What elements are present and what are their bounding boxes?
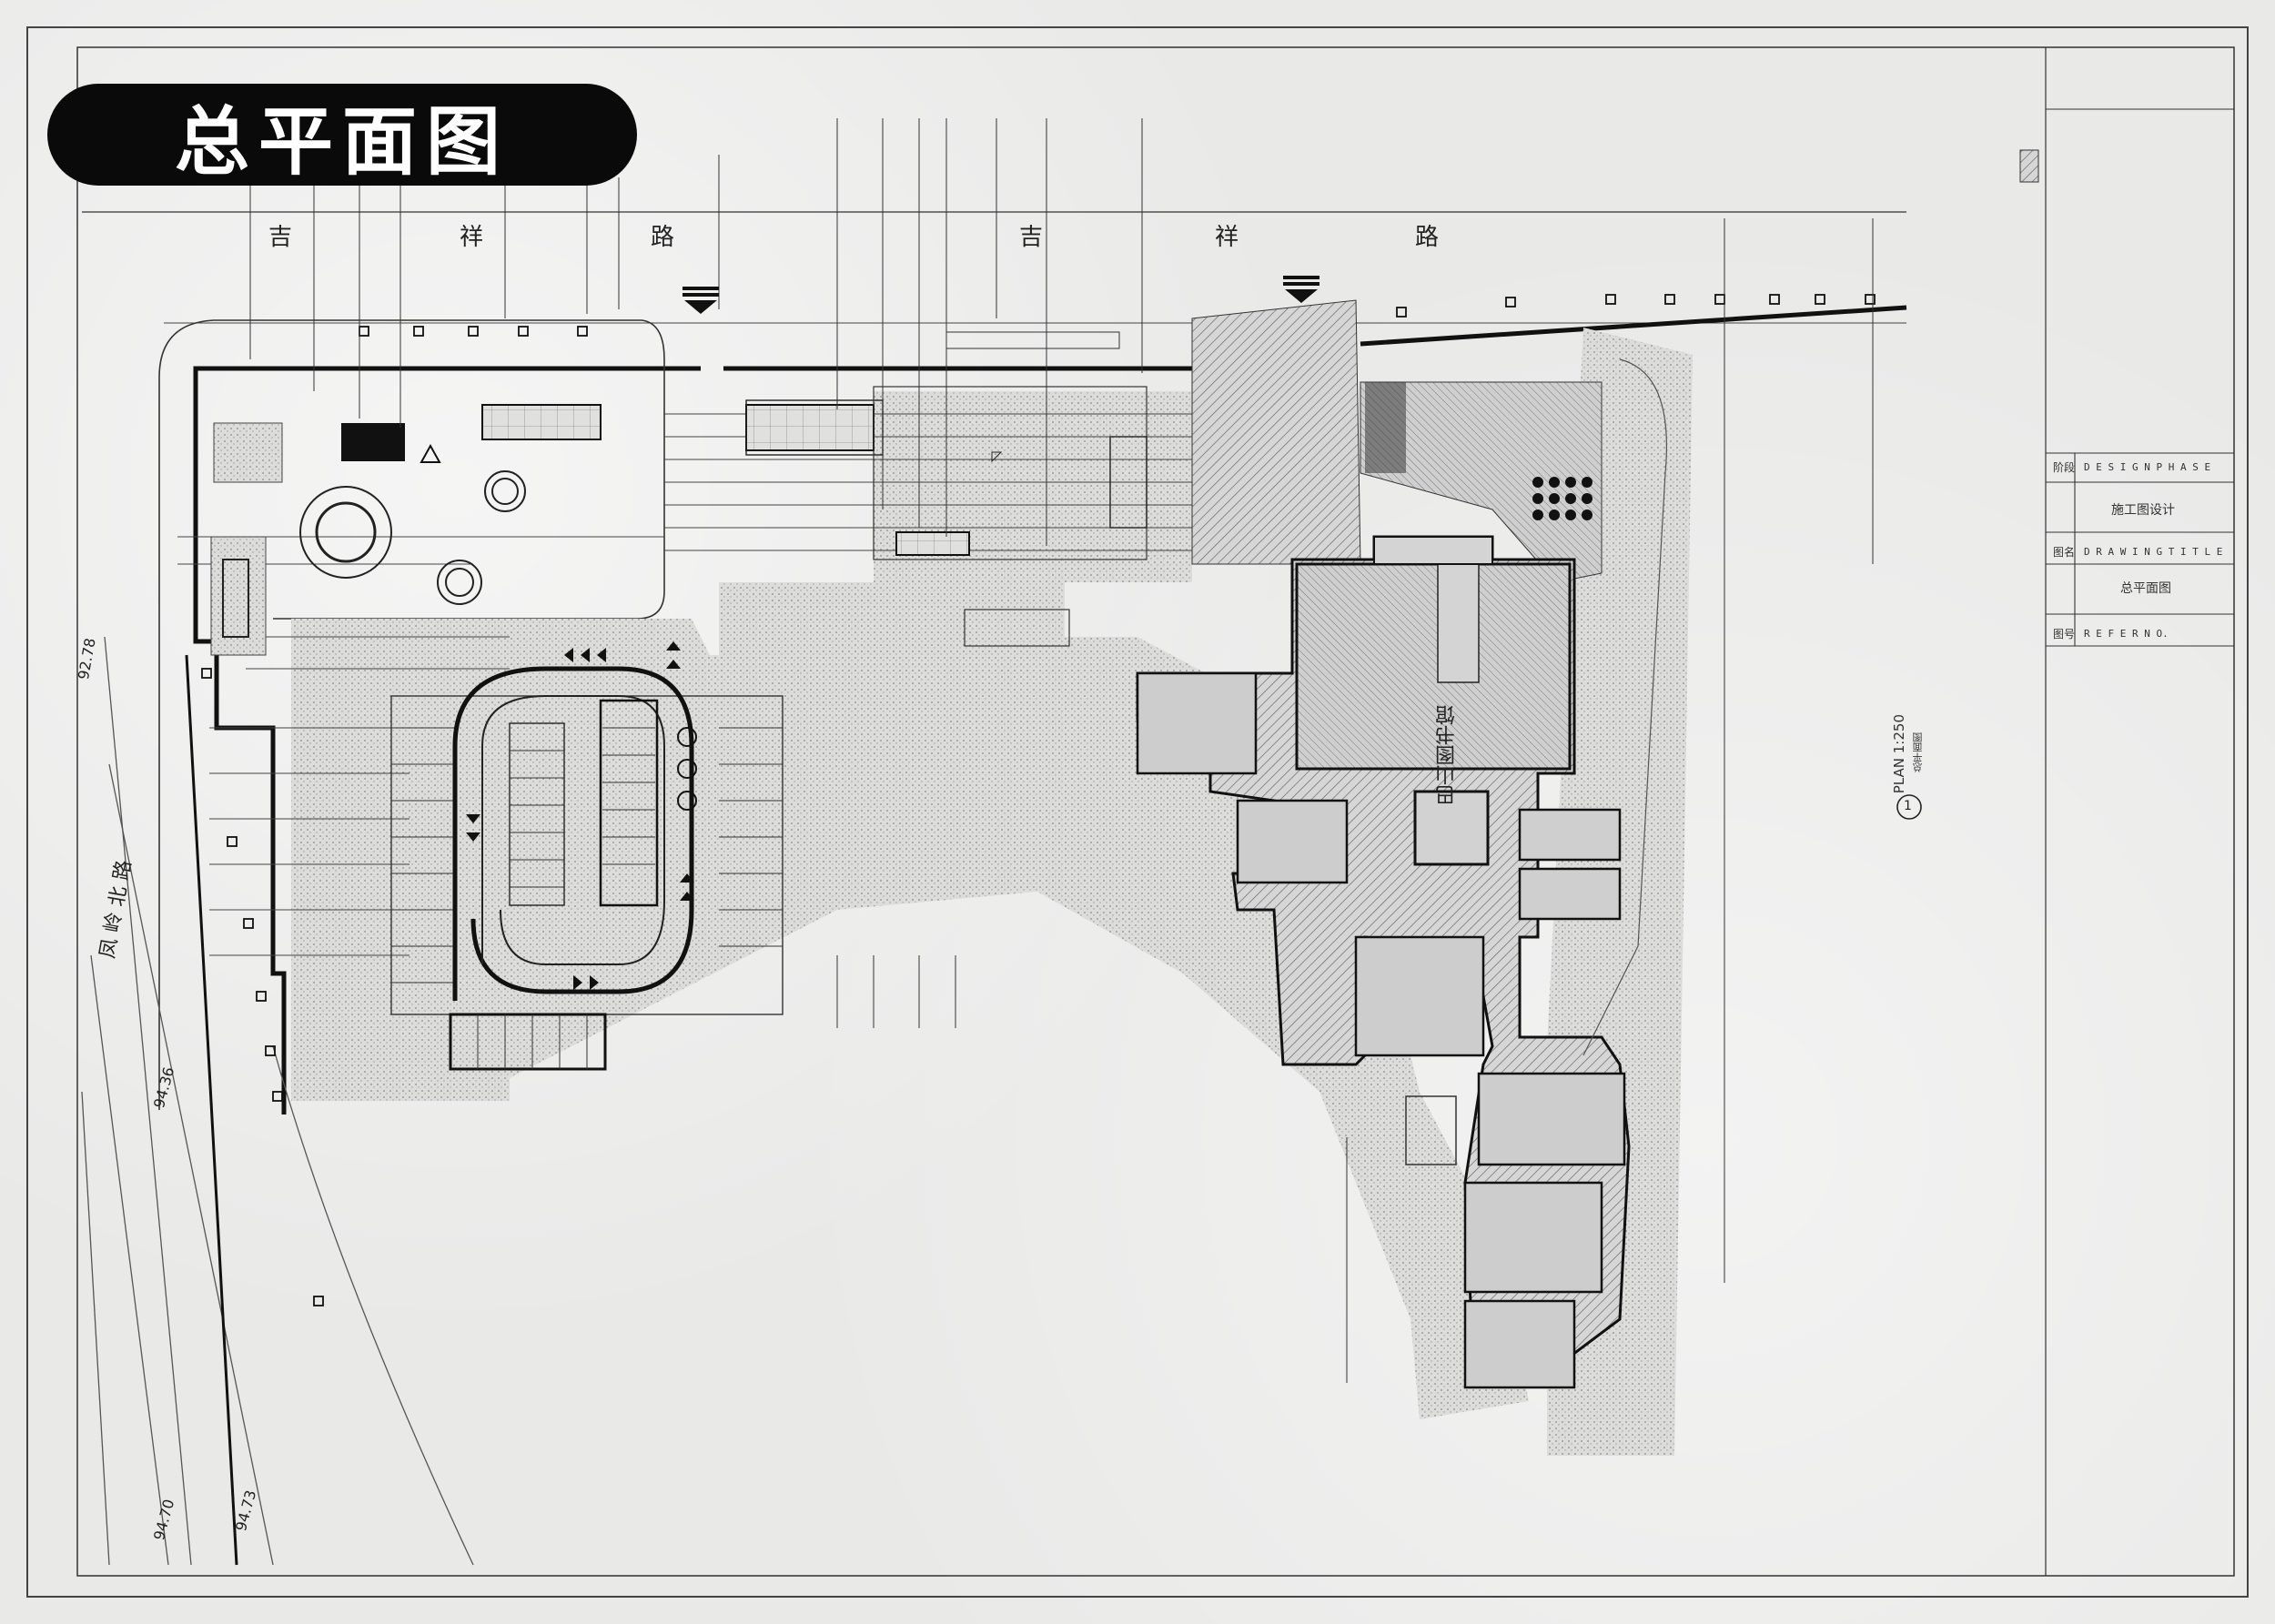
tb-ref-label: 图号 xyxy=(2053,628,2076,641)
building-label: 巴山图书馆 xyxy=(1436,705,1459,805)
section-marker-icon xyxy=(1896,794,1922,820)
tb-phase-en: D E S I G N P H A S E xyxy=(2084,461,2211,473)
tb-drawing-value: 总平面图 xyxy=(2120,581,2171,596)
north-arrow-icon xyxy=(991,451,1003,463)
tb-phase-value: 施工图设计 xyxy=(2111,503,2175,518)
road-label-char: 路 xyxy=(1415,224,1440,251)
tb-phase-label: 阶段 xyxy=(2053,461,2076,474)
title-banner: 总平面图 xyxy=(47,84,637,186)
road-label-char: 吉 xyxy=(268,224,293,251)
road-label-char: 祥 xyxy=(1215,224,1239,251)
tb-drawing-en: D R A W I N G T I T L E xyxy=(2084,546,2223,558)
page-title: 总平面图 xyxy=(174,98,510,186)
entrance-arrow-icon xyxy=(1283,276,1320,303)
road-label-char: 路 xyxy=(651,224,675,251)
road-label-char: 祥 xyxy=(460,224,484,251)
tb-drawing-label: 图名 xyxy=(2053,546,2076,559)
plan-number: 1 xyxy=(1904,799,1912,813)
road-label-char: 吉 xyxy=(1019,224,1044,251)
tb-ref-en: R E F E R N O. xyxy=(2084,628,2169,640)
plan-scale-subtitle: 总平面图 xyxy=(1912,732,1924,772)
entrance-arrow-icon xyxy=(682,287,719,314)
plan-scale: PLAN 1:250 xyxy=(1891,714,1907,794)
